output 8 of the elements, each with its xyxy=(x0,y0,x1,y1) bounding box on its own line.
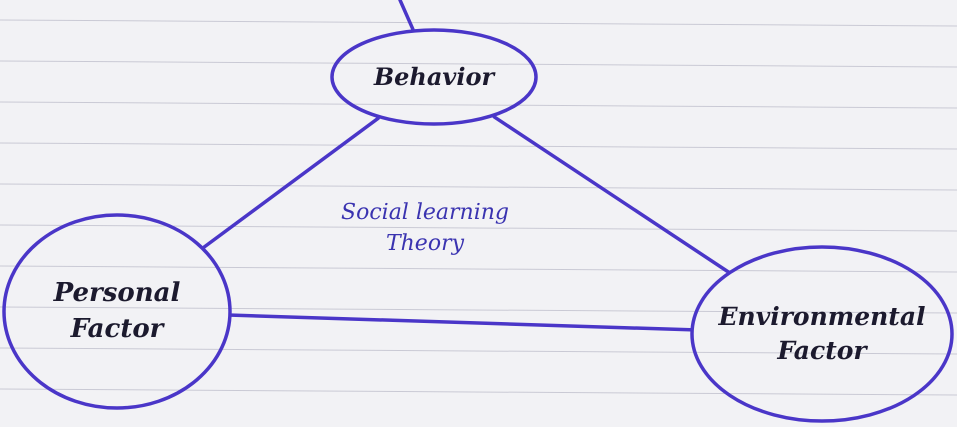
connector-line xyxy=(230,313,692,332)
connector-line xyxy=(492,115,730,274)
center-label: Social learning Theory xyxy=(340,199,510,258)
node-label: Environmental Factor xyxy=(717,301,927,367)
connector-line xyxy=(202,116,380,249)
node-label: Personal Factor xyxy=(52,277,182,346)
connector-line xyxy=(398,0,415,31)
node-label: Behavior xyxy=(374,60,494,93)
